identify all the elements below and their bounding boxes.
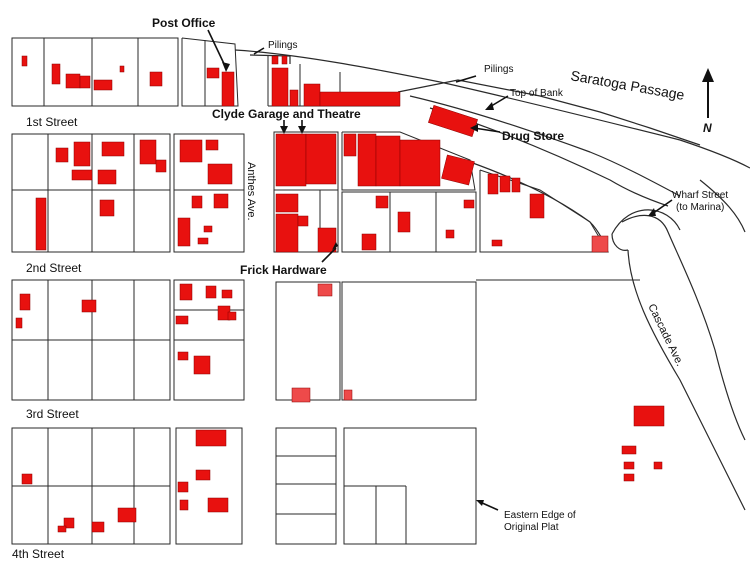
north-arrow-icon [702, 68, 714, 118]
arrow-heads [222, 62, 656, 506]
label-wharf-street: Wharf Street [672, 190, 728, 201]
label-3rd-street: 3rd Street [26, 407, 79, 421]
label-original-plat: Original Plat [504, 522, 559, 533]
label-2nd-street: 2nd Street [26, 261, 82, 275]
block-lines [11, 37, 640, 545]
label-anthes-ave: Anthes Ave. [245, 162, 257, 221]
label-pilings-1: Pilings [268, 40, 297, 51]
label-wharf-to-marina: (to Marina) [676, 202, 724, 213]
label-cascade-ave: Cascade Ave. [645, 302, 685, 368]
label-pilings-2: Pilings [484, 64, 513, 75]
label-4th-street: 4th Street [12, 547, 65, 561]
label-post-office: Post Office [152, 16, 216, 30]
annotation-arrows [207, 29, 673, 511]
label-saratoga-passage: Saratoga Passage [569, 67, 685, 103]
label-eastern-edge: Eastern Edge of [504, 510, 576, 521]
label-frick-hardware: Frick Hardware [240, 263, 327, 277]
buildings [15, 55, 665, 533]
wharf-street-road [611, 209, 746, 511]
label-drug-store: Drug Store [502, 129, 564, 143]
label-clyde-garage: Clyde Garage and Theatre [212, 107, 361, 121]
label-north: N [703, 121, 712, 135]
label-1st-street: 1st Street [26, 115, 78, 129]
label-top-of-bank: Top of Bank [510, 88, 564, 99]
